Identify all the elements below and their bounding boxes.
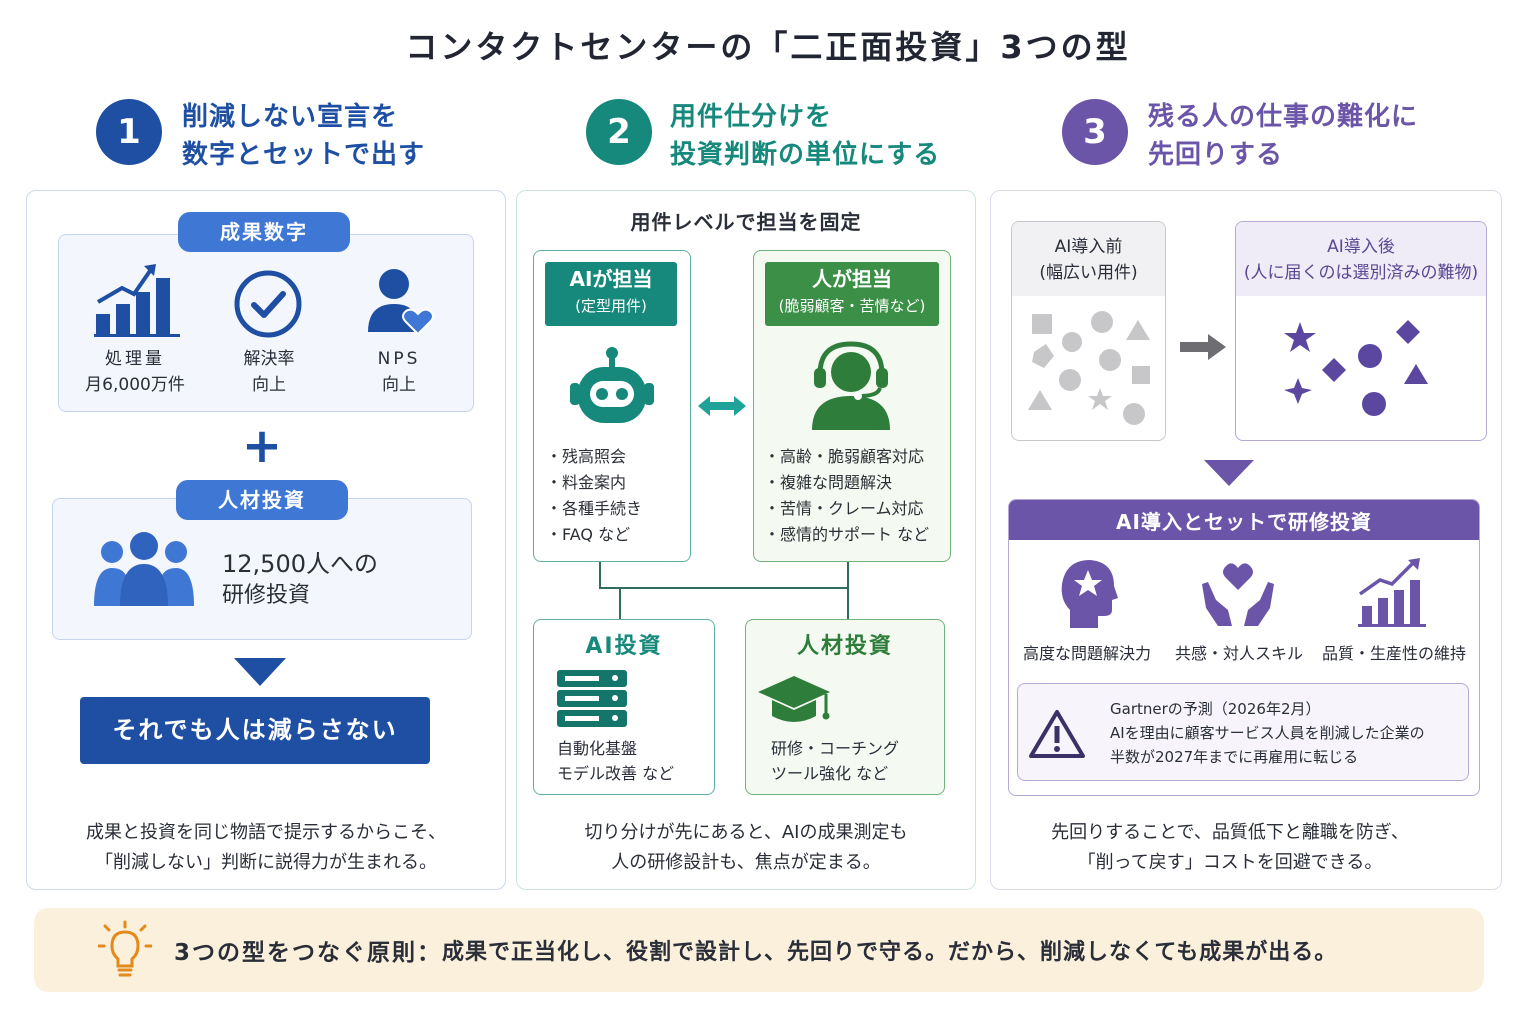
connector-lines — [599, 562, 849, 620]
human-invest-title: 人材投資 — [796, 634, 893, 659]
ai-invest-text: 自動化基盤モデル改善 など — [557, 739, 675, 783]
list-item: 料金案内 — [546, 470, 642, 496]
invest-label: 人材投資 — [176, 480, 348, 520]
list-item: 苦情・クレーム対応 — [764, 496, 929, 522]
bar-chart-icon — [94, 264, 180, 337]
results-label: 成果数字 — [178, 212, 350, 252]
right-arrow-icon — [1180, 334, 1226, 360]
selected-shapes-icon — [1284, 320, 1428, 416]
before-ai-title: AI導入前(幅広い用件) — [1039, 237, 1138, 283]
scattered-shapes-icon — [1028, 311, 1150, 425]
step-3-heading: 残る人の仕事の難化に先回りする — [1148, 102, 1419, 170]
gartner-note-box — [1017, 683, 1469, 781]
headset-agent-icon — [812, 341, 890, 430]
metric-volume: 処理量月6,000万件 — [85, 349, 185, 395]
step-1-heading: 削減しない宣言を数字とセットで出す — [182, 102, 426, 170]
list-item: 感情的サポート など — [764, 522, 929, 548]
gartner-note: Gartnerの予測（2026年2月）AIを理由に顧客サービス人員を削減した企業… — [1110, 700, 1425, 766]
person-heart-icon — [368, 269, 434, 336]
step-1-caption: 成果と投資を同じ物語で提示するからこそ、「削減しない」判断に説得力が生まれる。 — [86, 822, 446, 873]
list-item: FAQ など — [546, 522, 642, 548]
human-handles-header: 人が担当 (脆弱顧客・苦情など) — [765, 262, 939, 326]
head-star-icon — [1061, 560, 1118, 628]
after-ai-title: AI導入後(人に届くのは選別済みの難物) — [1243, 237, 1479, 283]
metric-resolution: 解決率向上 — [243, 349, 295, 395]
principle-lead: 3つの型をつなぐ原則： — [174, 940, 443, 966]
principle-text: 成果で正当化し、役割で設計し、先回りで守る。だから、削減しなくても成果が出る。 — [442, 940, 1338, 965]
check-circle-icon — [234, 270, 302, 338]
down-arrow-icon — [234, 658, 286, 686]
ai-invest-title: AI投資 — [585, 634, 663, 659]
list-item: 複雑な問題解決 — [764, 470, 929, 496]
invest-box — [52, 498, 472, 640]
conclusion-banner: それでも人は減らさない — [80, 697, 430, 764]
skill-empathy: 共感・対人スキル — [1174, 644, 1303, 663]
ai-task-list: 残高照会 料金案内 各種手続き FAQ など — [546, 444, 642, 548]
step-3-badge: 3 — [1062, 99, 1128, 165]
robot-icon — [570, 347, 654, 423]
group-people-icon — [94, 532, 194, 606]
page-title: コンタクトセンターの「二正面投資」3つの型 — [405, 28, 1131, 66]
double-arrow-icon — [698, 396, 746, 416]
human-invest-box — [745, 619, 945, 795]
list-item: 残高照会 — [546, 444, 642, 470]
hands-heart-icon — [1202, 563, 1274, 626]
step-3-caption: 先回りすることで、品質低下と離職を防ぎ、「削って戻す」コストを回避できる。 — [1051, 822, 1409, 873]
step-2-badge: 2 — [586, 99, 652, 165]
invest-text: 12,500人への研修投資 — [222, 550, 378, 608]
down-arrow-icon — [1204, 460, 1254, 486]
list-item: 高齢・脆弱顧客対応 — [764, 444, 929, 470]
skill-problem-solving: 高度な問題解決力 — [1022, 644, 1151, 663]
growth-chart-icon — [1358, 558, 1426, 627]
lightbulb-icon — [98, 920, 152, 977]
plus-sign: + — [241, 418, 283, 474]
list-item: 各種手続き — [546, 496, 642, 522]
ai-handles-header: AIが担当 (定型用件) — [545, 262, 677, 326]
step-2-subtitle: 用件レベルで担当を固定 — [630, 210, 862, 234]
skill-quality: 品質・生産性の維持 — [1321, 644, 1466, 663]
human-invest-text: 研修・コーチングツール強化 など — [771, 739, 900, 783]
step-1-badge: 1 — [96, 99, 162, 165]
training-title: AI導入とセットで研修投資 — [1116, 510, 1372, 534]
principle-banner: 3つの型をつなぐ原則： 成果で正当化し、役割で設計し、先回りで守る。だから、削減… — [34, 908, 1484, 992]
human-task-list: 高齢・脆弱顧客対応 複雑な問題解決 苦情・クレーム対応 感情的サポート など — [764, 444, 929, 548]
step-2-heading: 用件仕分けを投資判断の単位にする — [670, 102, 941, 170]
graduation-cap-icon — [758, 676, 830, 722]
after-ai-box — [1235, 221, 1487, 441]
server-stack-icon — [557, 670, 627, 727]
warning-icon — [1029, 710, 1085, 758]
step-2-caption: 切り分けが先にあると、AIの成果測定も人の研修設計も、焦点が定まる。 — [584, 822, 908, 873]
